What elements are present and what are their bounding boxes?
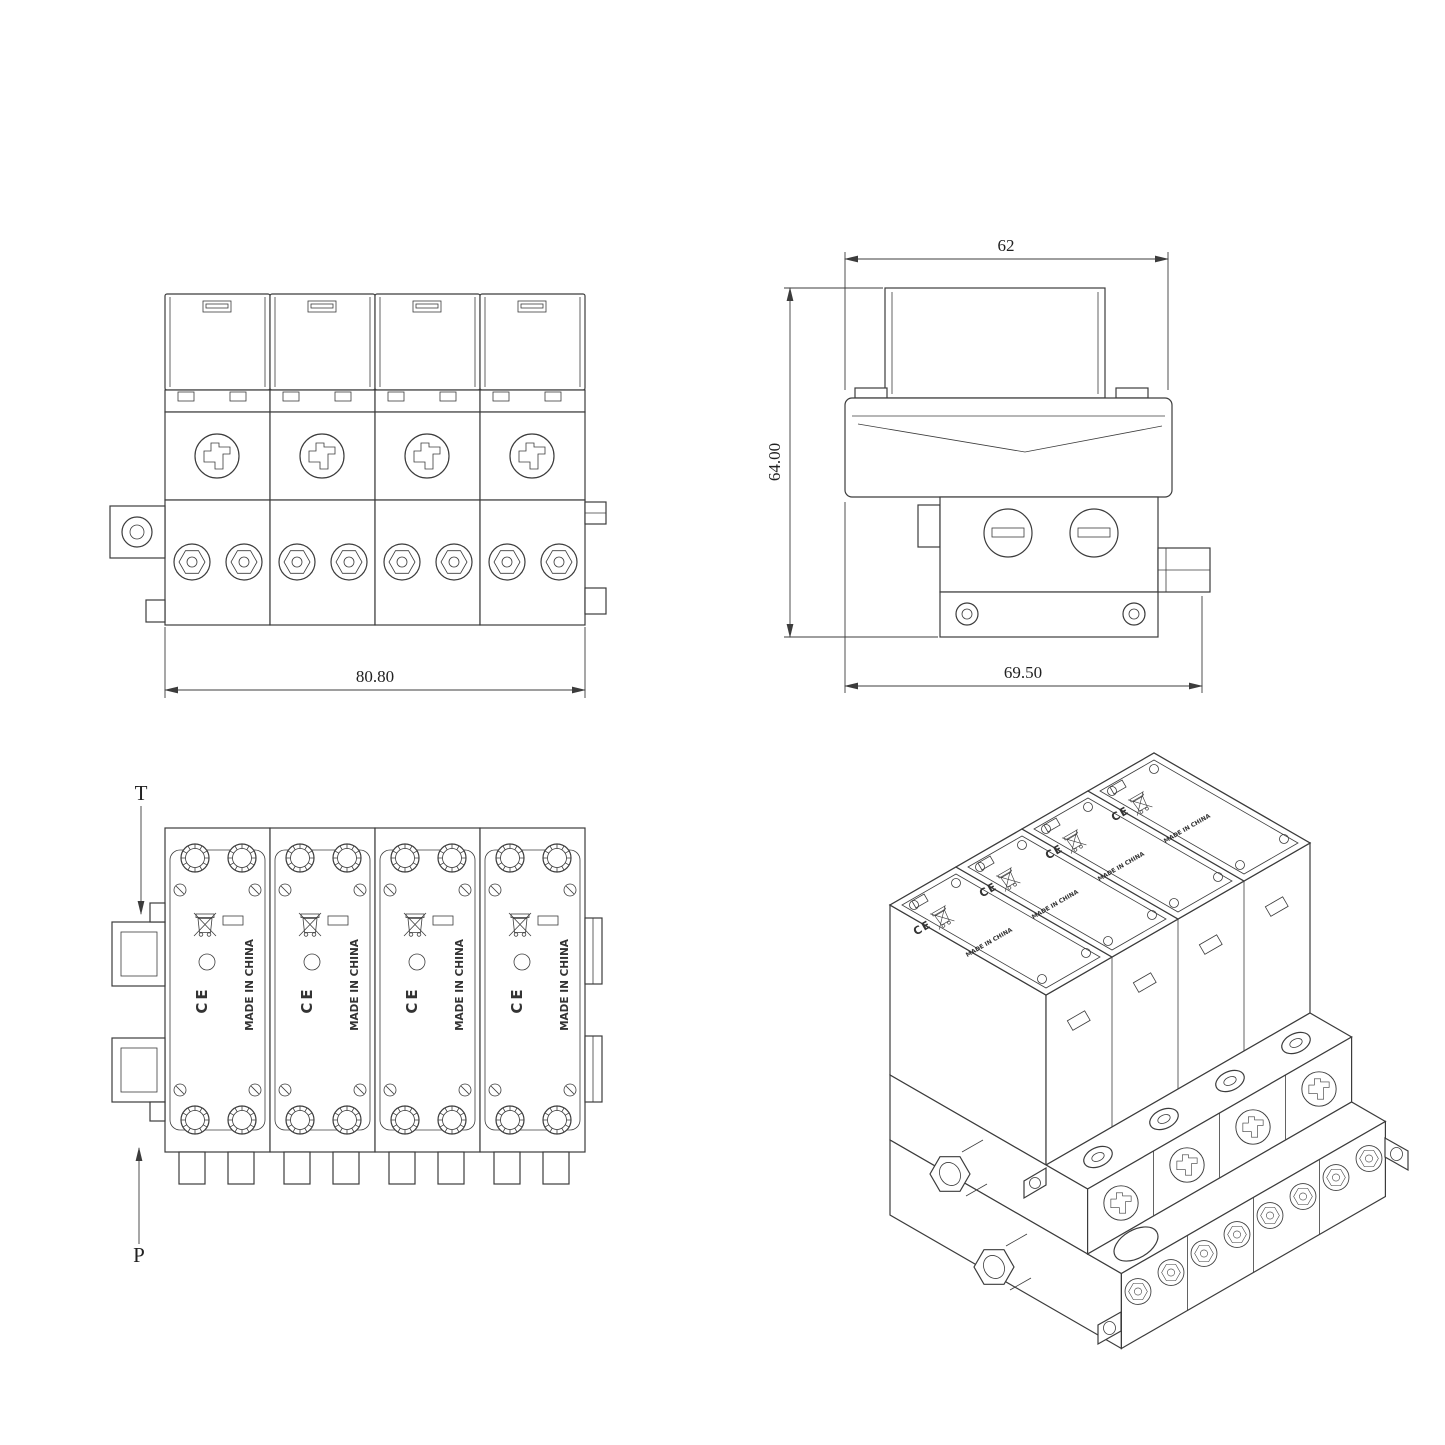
- port-label-t: T: [135, 781, 148, 805]
- port-screw: [983, 508, 1033, 558]
- right-stub: [584, 917, 603, 985]
- flange-body: [844, 397, 1173, 498]
- made-in-china-text: MADE IN CHINA: [349, 938, 361, 1031]
- made-in-china-text: MADE IN CHINA: [454, 938, 466, 1031]
- round-boss: [1113, 1226, 1159, 1262]
- vent-slot: [1264, 896, 1289, 917]
- dimension-text-height: 64.00: [765, 443, 784, 481]
- bolt-hole: [955, 602, 979, 626]
- vent-slot: [1066, 1010, 1091, 1031]
- valve-module: [375, 294, 480, 625]
- mount-tab: [145, 599, 166, 623]
- valve-module: [270, 294, 375, 625]
- isometric-view: CE CE CE CE MADE IN CHINA MADE IN CHINA …: [888, 752, 1409, 1350]
- internal-funnel-line: [857, 423, 1163, 453]
- mounting-ear: [1384, 1136, 1409, 1172]
- right-stub: [584, 587, 607, 615]
- port-screw: [1069, 508, 1119, 558]
- valve-module: [480, 294, 585, 625]
- top-view: T P CE CE CE CE MADE IN CHINA MADE IN CH…: [111, 781, 603, 1267]
- port-fitting-hex: [973, 1249, 1015, 1285]
- flange-tab: [854, 387, 888, 399]
- port-tab: [149, 902, 166, 923]
- mounting-ear: [1023, 1166, 1047, 1200]
- mounting-ear: [1097, 1310, 1122, 1346]
- port-fitting-hex: [929, 1156, 971, 1192]
- made-in-china-text: MADE IN CHINA: [559, 938, 571, 1031]
- dimension-text-bottom: 69.50: [1004, 663, 1042, 682]
- port-tab: [149, 1101, 166, 1122]
- dimension-text-top: 62: [998, 236, 1015, 255]
- right-stub: [584, 1035, 603, 1103]
- ce-mark-icon: CE: [193, 986, 211, 1013]
- ce-mark-icon: CE: [298, 986, 316, 1013]
- bolt-hole: [1122, 602, 1146, 626]
- ce-mark-icon: CE: [403, 986, 421, 1013]
- dimension-text-width: 80.80: [356, 667, 394, 686]
- left-stub: [917, 504, 941, 548]
- side-port-hole: [121, 516, 153, 548]
- valve-module: [165, 294, 270, 625]
- ce-mark-icon: CE: [508, 986, 526, 1013]
- valve-body-side: [939, 496, 1159, 593]
- side-view: 62 64.00 69.50: [765, 236, 1211, 693]
- port-label-p: P: [133, 1243, 145, 1267]
- vent-slot: [1132, 972, 1157, 993]
- solenoid-box: [884, 287, 1106, 399]
- mounting-foot: [939, 591, 1159, 638]
- flange-tab: [1115, 387, 1149, 399]
- vent-slot: [1198, 934, 1223, 955]
- front-view: 80.80: [109, 294, 607, 698]
- made-in-china-text: MADE IN CHINA: [244, 938, 256, 1031]
- side-port-block: [109, 505, 166, 559]
- side-port-hole-inner: [129, 524, 145, 540]
